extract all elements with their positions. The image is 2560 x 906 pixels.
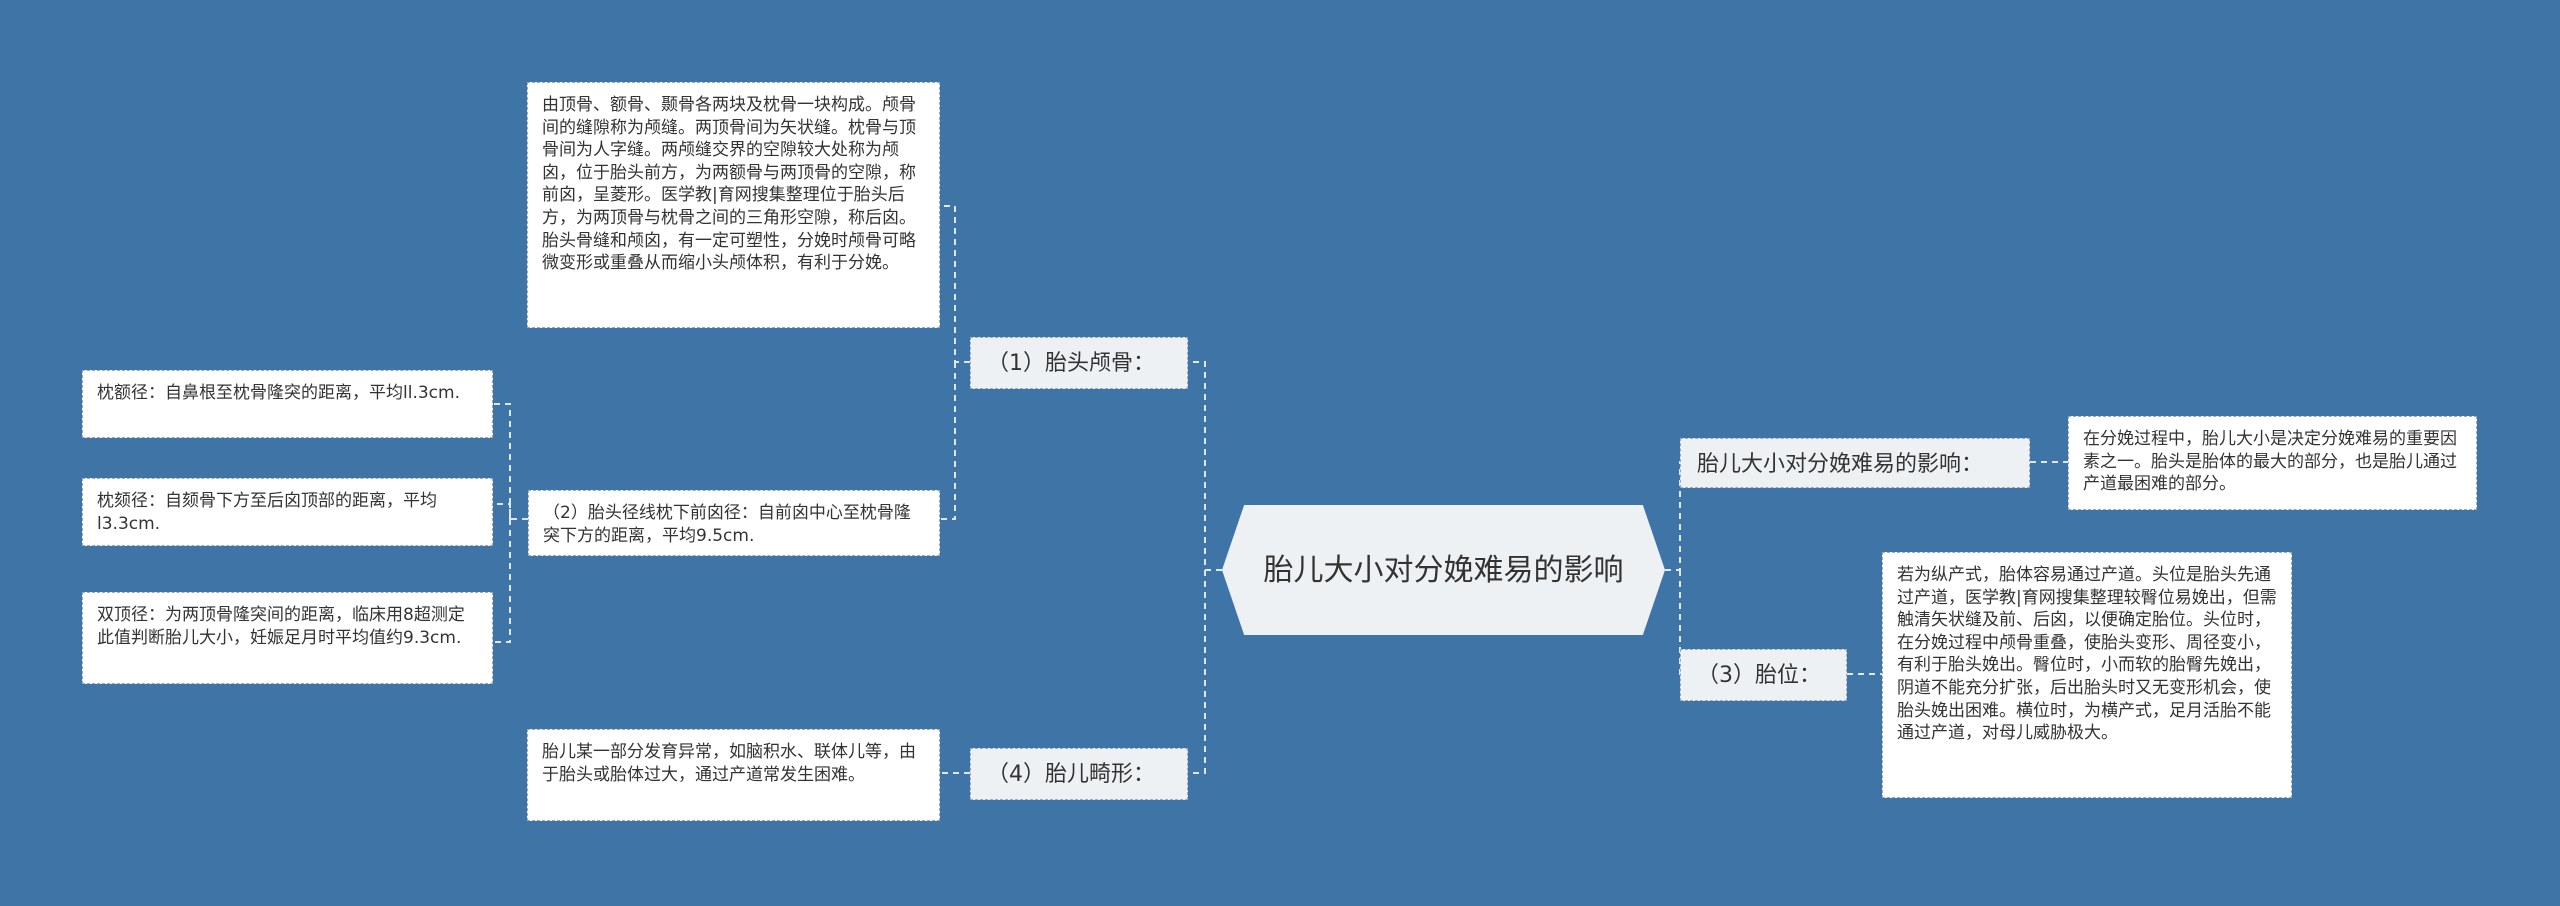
root-label: 胎儿大小对分娩难易的影响 bbox=[1263, 552, 1624, 588]
branch-skull-detail-text: 由顶骨、额骨、颞骨各两块及枕骨一块构成。颅骨间的缝隙称为颅缝。两顶骨间为矢状缝。… bbox=[542, 95, 916, 274]
branch-malformation-detail: 胎儿某一部分发育异常，如脑积水、联体儿等，由于胎头或胎体过大，通过产道常发生困难… bbox=[527, 729, 940, 821]
branch-position[interactable]: （3）胎位： bbox=[1680, 649, 1847, 701]
diameter-biparietal: 双顶径：为两顶骨隆突间的距离，临床用8超测定此值判断胎儿大小，妊娠足月时平均值约… bbox=[82, 592, 493, 684]
branch-influence-detail: 在分娩过程中，胎儿大小是决定分娩难易的重要因素之一。胎头是胎体的最大的部分，也是… bbox=[2068, 416, 2477, 510]
branch-skull-label: （1）胎头颅骨： bbox=[987, 351, 1155, 376]
branch-diameter-text: （2）胎头径线枕下前囟径：自前囟中心至枕骨隆突下方的距离，平均9.5cm. bbox=[543, 503, 911, 546]
diameter-occipitofrontal-text: 枕额径：自鼻根至枕骨隆突的距离，平均ll.3cm. bbox=[97, 383, 460, 403]
diameter-occipitomental: 枕颏径：自颏骨下方至后囟顶部的距离，平均l3.3cm. bbox=[82, 478, 493, 546]
branch-influence-label: 胎儿大小对分娩难易的影响： bbox=[1697, 452, 1984, 477]
branch-diameter[interactable]: （2）胎头径线枕下前囟径：自前囟中心至枕骨隆突下方的距离，平均9.5cm. bbox=[528, 490, 940, 556]
branch-position-detail-text: 若为纵产式，胎体容易通过产道。头位是胎头先通过产道，医学教|育网搜集整理较臀位易… bbox=[1897, 565, 2277, 744]
branch-skull-detail: 由顶骨、额骨、颞骨各两块及枕骨一块构成。颅骨间的缝隙称为颅缝。两顶骨间为矢状缝。… bbox=[527, 82, 940, 328]
branch-skull[interactable]: （1）胎头颅骨： bbox=[970, 337, 1188, 389]
root-node[interactable]: 胎儿大小对分娩难易的影响 bbox=[1222, 505, 1665, 635]
diameter-occipitofrontal: 枕额径：自鼻根至枕骨隆突的距离，平均ll.3cm. bbox=[82, 370, 493, 438]
branch-influence-detail-text: 在分娩过程中，胎儿大小是决定分娩难易的重要因素之一。胎头是胎体的最大的部分，也是… bbox=[2083, 429, 2457, 495]
branch-position-detail: 若为纵产式，胎体容易通过产道。头位是胎头先通过产道，医学教|育网搜集整理较臀位易… bbox=[1882, 552, 2292, 798]
diameter-occipitomental-text: 枕颏径：自颏骨下方至后囟顶部的距离，平均l3.3cm. bbox=[97, 491, 437, 534]
branch-influence[interactable]: 胎儿大小对分娩难易的影响： bbox=[1680, 438, 2030, 488]
branch-malformation[interactable]: （4）胎儿畸形： bbox=[970, 748, 1188, 800]
branch-malformation-label: （4）胎儿畸形： bbox=[987, 762, 1155, 787]
branch-position-label: （3）胎位： bbox=[1697, 663, 1821, 688]
branch-malformation-detail-text: 胎儿某一部分发育异常，如脑积水、联体儿等，由于胎头或胎体过大，通过产道常发生困难… bbox=[542, 742, 916, 785]
diameter-biparietal-text: 双顶径：为两顶骨隆突间的距离，临床用8超测定此值判断胎儿大小，妊娠足月时平均值约… bbox=[97, 605, 465, 648]
